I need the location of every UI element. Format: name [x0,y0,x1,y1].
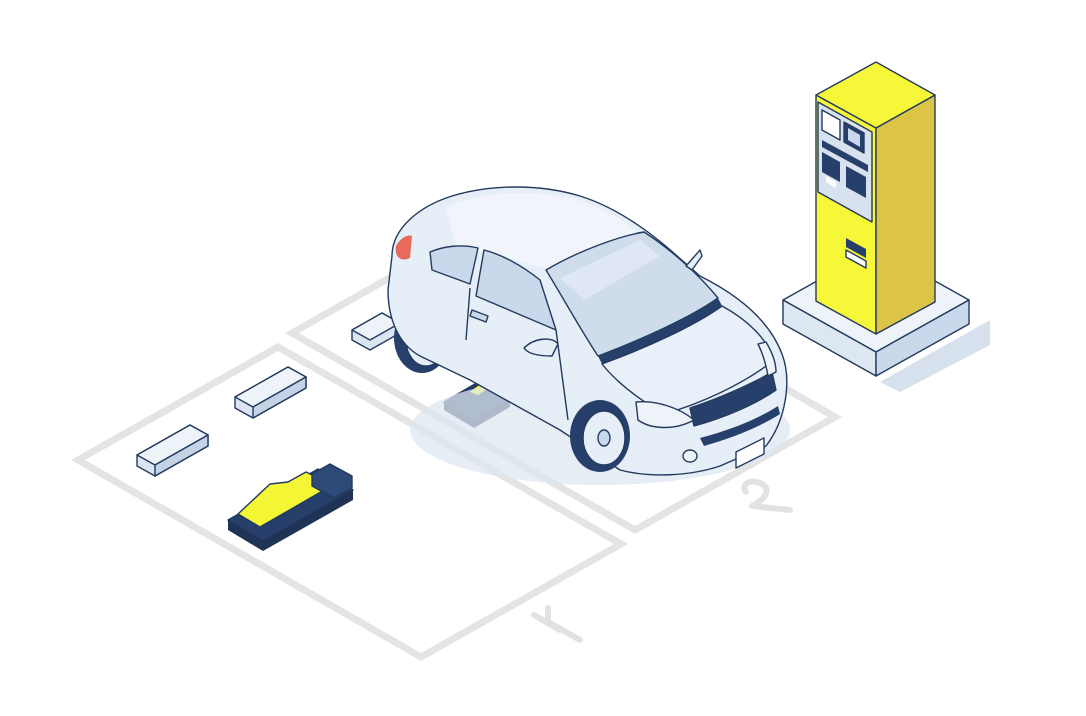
space-number-2 [741,478,793,513]
car-headlight [635,401,695,429]
car [387,186,788,476]
front-wheel [570,400,630,472]
wheel-stop-left [136,424,209,477]
payment-machine [782,61,990,392]
wheel-stop-right [234,366,307,419]
car-side-window [429,245,479,285]
license-plate [735,437,765,469]
space-number-1 [531,605,583,643]
car-grille [689,371,777,427]
parking-space-1 [70,342,629,662]
side-mirror [523,338,559,357]
machine-screen [821,109,841,141]
parking-lock-raised [227,463,354,551]
ticket-slot [846,238,866,258]
taillight [395,235,412,260]
